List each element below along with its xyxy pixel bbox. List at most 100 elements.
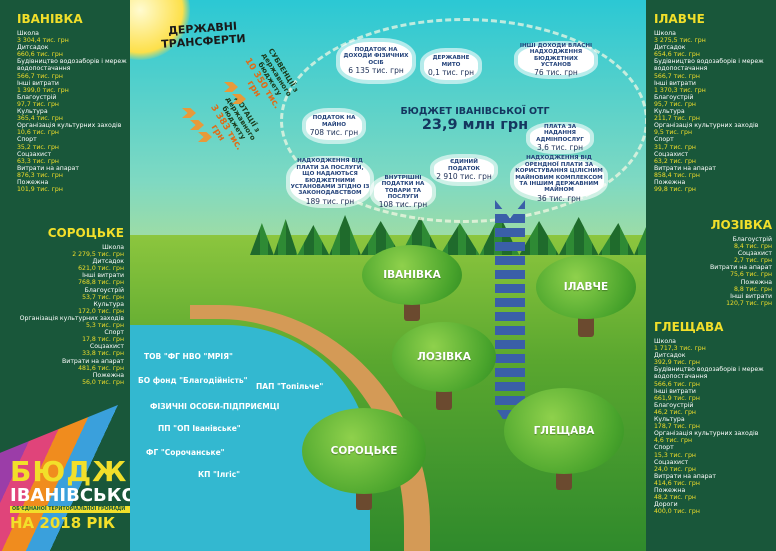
expense-label: Культура [654,416,685,424]
expense-label: Соцзахист [654,150,689,158]
entity-label: ФГ "Сорочанське" [146,448,225,457]
expense-label: Організація культурних заходів [654,122,759,130]
expense-value: 4,6 тис. грн [654,437,692,445]
expense-value: 876,3 тис. грн [17,171,63,179]
lozivka-heading: ЛОЗІВКА [710,218,772,232]
village-hlishchava: ГЛЕЩАВА [504,388,624,474]
village-lozivka: ЛОЗІВКА [392,322,496,392]
expense-value: 33,8 тис. грн [82,350,124,358]
expense-value: 24,0 тис. грн [654,465,696,473]
expense-label: Витрати на апарат [17,164,79,172]
expense-label: Школа [654,30,676,37]
expense-label: Інші витрати [654,387,696,395]
expense-label: Культура [654,108,685,116]
expense-label: Благоустрій [732,236,772,243]
expense-label: Організація культурних заходів [19,314,124,322]
illustration: ДЕРЖАВНІ ТРАНСФЕРТИ СУБВЕНЦІЇ з державно… [130,0,646,551]
cloud-label: НАДХОДЖЕННЯ ВІД ПЛАТИ ЗА ПОСЛУГИ, ЩО НАД… [290,158,370,197]
expense-value: 392,9 тис. грн [654,359,700,367]
expense-value: 3 304,4 тис. грн [17,37,69,45]
cloud-value: 6 135 тис. грн [348,66,404,76]
expense-value: 178,7 тис. грн [654,423,700,431]
expense-value: 17,8 тис. грн [82,336,124,344]
expense-value: 1 717,3 тис. грн [654,345,706,353]
expense-value: 10,6 тис. грн [17,129,59,137]
cloud-label: ПОДАТОК НА МАЙНО [312,115,356,128]
expense-label: Соцзахист [17,150,52,158]
village-ivanivka: ІВАНІВКА [362,245,462,305]
expense-label: Спорт [17,136,37,144]
expense-value: 63,3 тис. грн [17,157,59,165]
expense-value: 56,0 тис. грн [82,378,124,386]
cloud-label: ПОДАТОК НА ДОХОДИ ФІЗИЧНИХ ОСІБ [343,46,409,66]
cloud-value: 189 тис. грн [305,196,355,206]
expense-value: 211,7 тис. грн [654,115,700,123]
expense-value: 5,3 тис. грн [86,322,124,330]
expense-value: 95,7 тис. грн [654,100,696,108]
expense-value: 75,6 тис. грн [730,271,772,279]
expense-label: Благоустрій [84,286,124,294]
chevron-right-icon [232,94,246,104]
expense-value: 101,9 тис. грн [17,186,63,194]
expense-value: 414,6 тис. грн [654,479,700,487]
expense-label: Школа [654,338,676,345]
logo-line4: НА 2018 РІК [10,514,116,532]
expense-value: 621,0 тис. грн [78,265,124,273]
cloud-service-fees: НАДХОДЖЕННЯ ВІД ПЛАТИ ЗА ПОСЛУГИ, ЩО НАД… [290,158,370,206]
expense-label: Школа [17,30,39,37]
expense-label: Благоустрій [654,401,694,409]
cloud-value: 36 тис. грн [537,193,581,203]
cloud-rent: НАДХОДЖЕННЯ ВІД ОРЕНДНОЇ ПЛАТИ ЗА КОРИСТ… [514,155,604,203]
chevron-right-icon [224,82,238,92]
budget-title: БЮДЖЕТ ІВАНІВСЬКОЇ ОТГ [400,106,550,117]
village-sorotske: СОРОЦЬКЕ [302,408,426,494]
expense-value: 53,7 тис. грн [82,293,124,301]
expense-label: Дитсадок [654,44,686,52]
budget-total: БЮДЖЕТ ІВАНІВСЬКОЇ ОТГ 23,9 млн грн [375,106,575,134]
cloud-label: НАДХОДЖЕННЯ ВІД ОРЕНДНОЇ ПЛАТИ ЗА КОРИСТ… [515,155,603,194]
budget-value: 23,9 млн грн [421,117,529,133]
logo-line1: БЮДЖЕТ [10,455,168,488]
expense-value: 400,0 тис. грн [654,508,700,516]
cloud-admin-fee: ПЛАТА ЗА НАДАННЯ АДМІНПОСЛУГ 3,6 тис. гр… [530,124,590,152]
logo-line2: ІВАНІВСЬКОЇ [10,485,144,506]
logo-line3: ОБ'ЄДНАНОЇ ТЕРИТОРІАЛЬНОЇ ГРОМАДИ [10,506,140,513]
budget-oval [280,18,646,223]
expense-label: Будівництво водозаборів і мереж водопост… [17,58,127,73]
expense-value: 566,7 тис. грн [17,72,63,80]
expense-label: Соцзахист [737,250,772,258]
expense-label: Спорт [654,444,674,452]
cloud-single-tax: ЄДИНИЙ ПОДАТОК 2 910 тис. грн [434,158,494,182]
expense-label: Пожежна [654,178,686,186]
expense-value: 481,6 тис. грн [78,364,124,372]
expense-label: Витрати на апарат [654,472,716,480]
expense-label: Соцзахист [89,343,124,351]
expense-label: Благоустрій [654,93,694,101]
expense-label: Дитсадок [654,352,686,360]
expense-value: 660,6 тис. грн [17,51,63,59]
expense-value: 3 275,5 тис. грн [654,37,706,45]
ivanivka-heading: ІВАНІВКА [17,12,83,26]
expense-value: 566,7 тис. грн [654,72,700,80]
expense-label: Благоустрій [17,93,57,101]
expense-value: 1 370,3 тис. грн [654,86,706,94]
expense-value: 172,0 тис. грн [78,307,124,315]
chevron-right-icon [198,132,212,142]
expense-label: Інші витрати [17,79,59,87]
expense-value: 8,8 тис. грн [734,285,772,293]
budget-logo: БЮДЖЕТ ІВАНІВСЬКОЇ ОБ'ЄДНАНОЇ ТЕРИТОРІАЛ… [10,455,168,533]
expense-label: Спорт [654,136,674,144]
expense-value: 2 279,5 тис. грн [72,251,124,259]
expense-value: 8,4 тис. грн [734,243,772,251]
expense-value: 48,2 тис. грн [654,494,696,502]
entity-label: КП "Ілгіс" [198,470,241,479]
expense-label: Пожежна [740,278,772,286]
ilavche-heading: ІЛАВЧЕ [654,12,705,26]
